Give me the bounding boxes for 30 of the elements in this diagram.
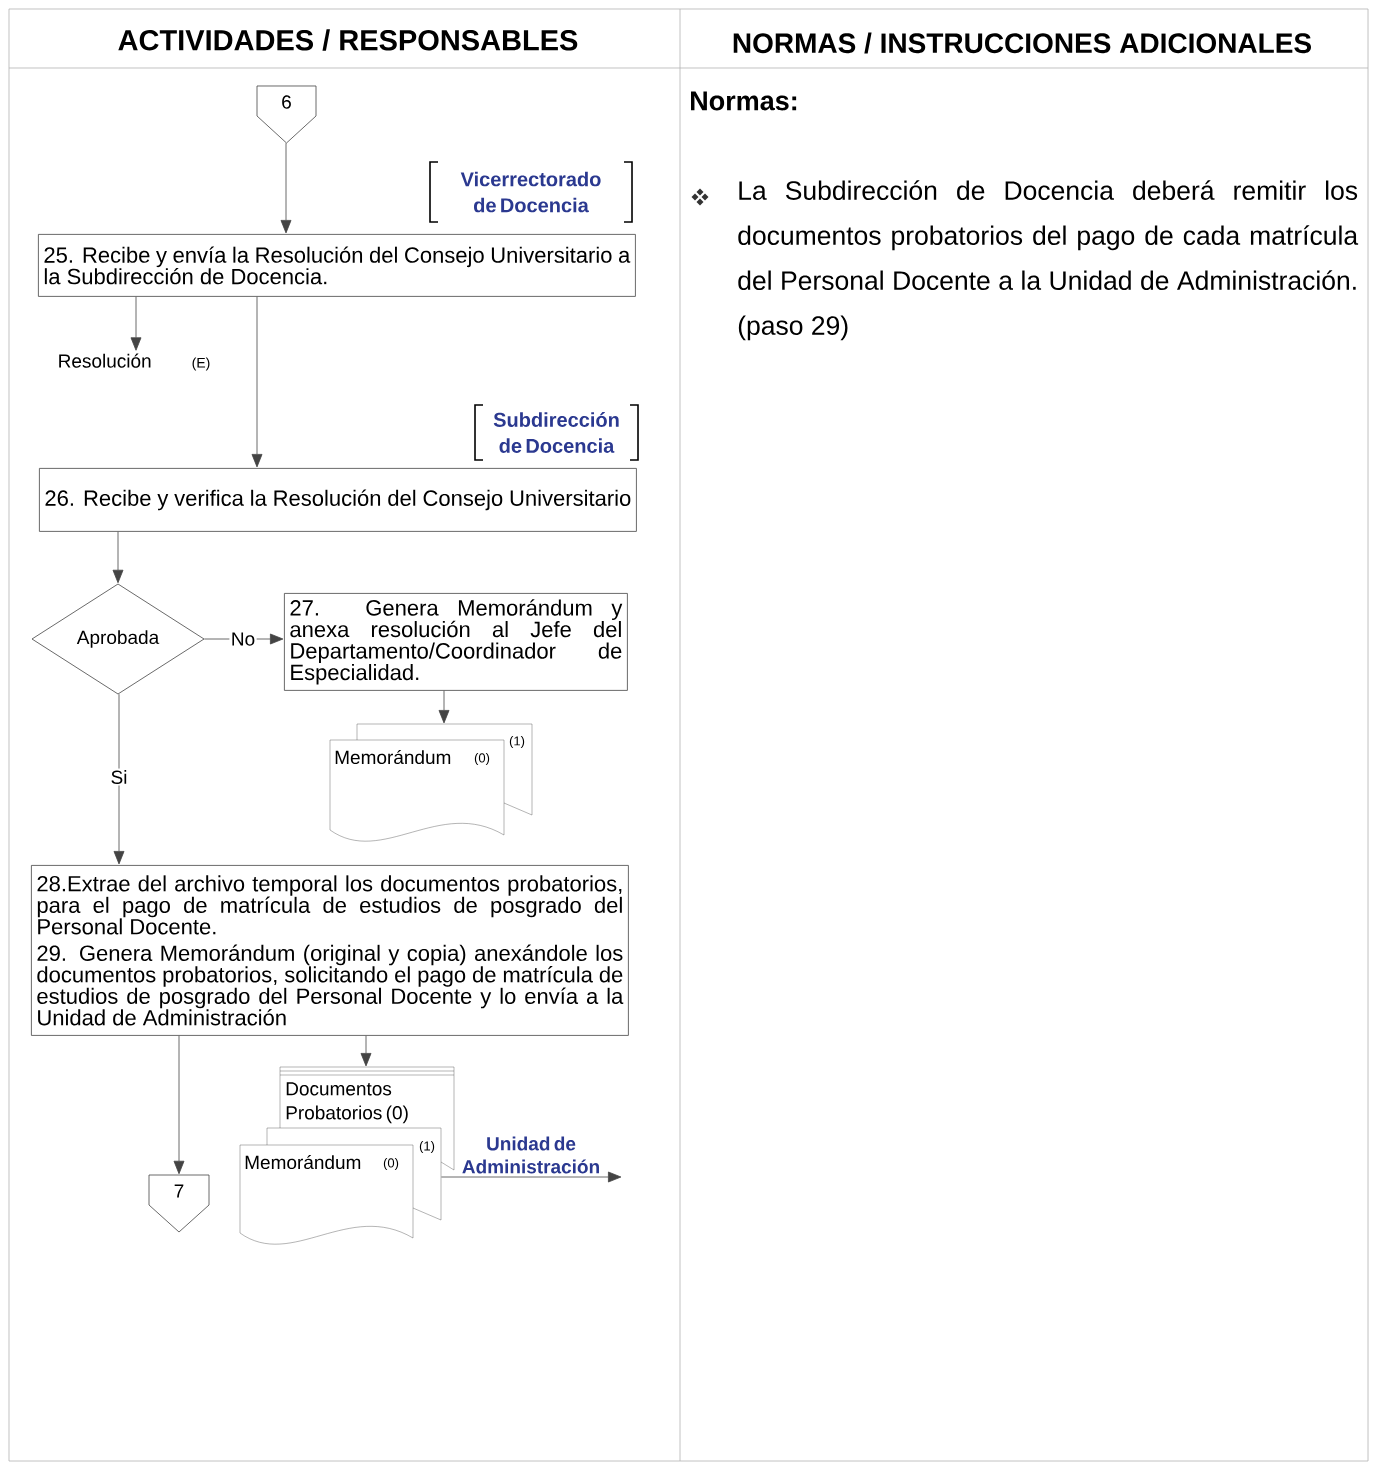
off-page-connector: 6 [256, 85, 317, 144]
arrow [280, 142, 292, 234]
process-box: 27. Genera Memorándum y anexa resolución al Jefe del Departamento/Coordinador de Especialidad. [284, 593, 628, 691]
process-box: 28.Extrae del archivo temporal los documentos probatorios, para el pago de matrícula de estudios de posgrado del Personal Docente. 29. Genera Memorándum (original y copia) anexándole los documentos probatorios, solicitando el pago de matrícula de estudios de posgrado del Personal Docente y lo envía a la Unidad de Administración [31, 865, 629, 1036]
arrow [112, 531, 124, 584]
role-label: Subdirección de Docencia [474, 404, 639, 461]
edge-label: No [229, 630, 257, 648]
arrow [113, 693, 125, 865]
document-stack: Memorándum (0) (1) [329, 723, 533, 842]
node-label: (1) [509, 735, 525, 749]
column-header: ACTIVIDADES / RESPONSABLES [118, 29, 578, 51]
document-file: Documentos Probatorios (0) [279, 1066, 455, 1129]
rule-text: La Subdirección de Docencia deberá remitir los documentos probatorios del pago de cada matrícula del Personal Docente a la Unidad de Administración. (paso 29) [738, 180, 1359, 341]
edge-label: Si [109, 768, 129, 786]
arrow [173, 1035, 185, 1175]
off-page-connector: 7 [148, 1174, 210, 1233]
edge-label: Unidad de Administración [462, 1136, 599, 1174]
arrow [360, 1035, 372, 1067]
section-heading: Normas: [691, 91, 797, 111]
node-label: (1) [419, 1140, 435, 1154]
process-box: 25. Recibe y envía la Resolución del Consejo Universitario a la Subdirección de Docencia. [38, 234, 636, 297]
document-stack: Memorándum (0) (1) [239, 1127, 455, 1245]
arrow [251, 296, 263, 468]
process-box: 26. Recibe y verifica la Resolución del Consejo Universitario [39, 468, 637, 532]
document-label: Resolución (E) [59, 353, 210, 371]
arrow [438, 690, 450, 724]
column-header: NORMAS / INSTRUCCIONES ADICIONALES [733, 32, 1311, 54]
arrow [130, 296, 142, 351]
role-label: Vicerrectorado de Docencia [429, 161, 633, 223]
arrow [441, 1171, 622, 1183]
